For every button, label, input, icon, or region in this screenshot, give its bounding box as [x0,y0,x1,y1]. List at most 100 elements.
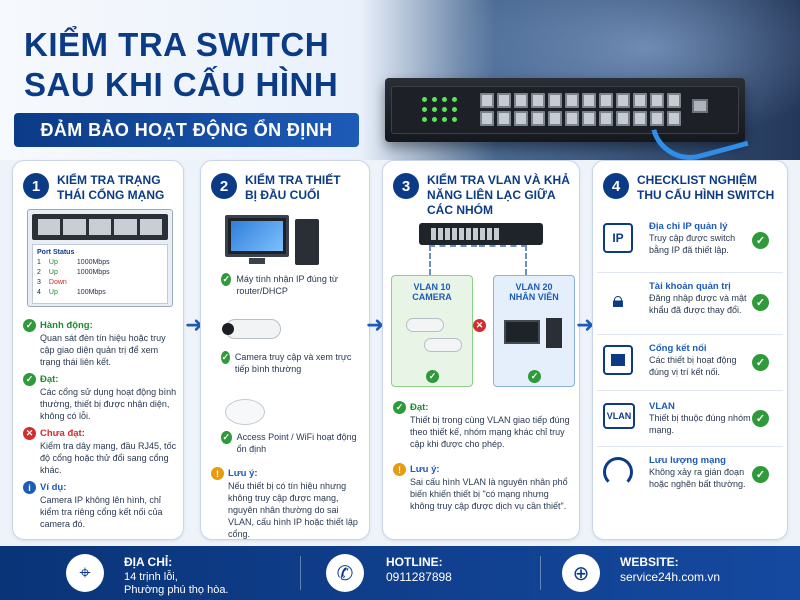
camera-icon [222,319,281,339]
cross-icon: ✕ [23,427,36,440]
port-id: 1 [37,259,41,266]
switch-port [633,111,647,126]
switch-port [497,93,511,108]
checklist: IP Địa chỉ IP quản lý Truy cập được swit… [597,211,783,503]
checklist-title: Cổng kết nối [649,343,707,354]
switch-port [514,111,528,126]
switch-port [548,93,562,108]
subtitle-banner: ĐẢM BẢO HOẠT ĐỘNG ỔN ĐỊNH [14,113,359,147]
blocked-icon: ✕ [473,315,486,333]
warning-icon: ! [211,467,224,480]
device-item-text: Máy tính nhận IP đúng từ router/DHCP [236,274,338,296]
checklist-item: Cổng kết nối Các thiết bị hoạt động đúng… [597,335,783,391]
vlan20-name: VLAN 20 [515,282,553,292]
info-icon: i [23,481,36,494]
vlan10-box: VLAN 10 CAMERA ✓ [391,275,473,387]
title-line-1: KIỂM TRA SWITCH [24,26,330,63]
card-port-status: 1 KIỂM TRA TRẠNG THÁI CỔNG MẠNG Port Sta… [12,160,184,540]
status-led [432,117,437,122]
step-number: 1 [23,173,49,199]
check-icon: ✓ [752,410,769,427]
status-led [442,107,447,112]
laptop-icon [504,320,540,344]
checklist-text: Các thiết bị hoạt động đúng vị trí kết n… [649,355,737,377]
lock-icon: 🔒︎ [612,287,624,312]
port-speed: 1000Mbps [76,259,110,266]
camera-icon [424,338,462,352]
checklist-text: Thiết bị thuộc đúng nhóm mạng. [649,413,751,435]
checklist-item: Lưu lượng mạng Không xảy ra gián đoạn ho… [597,447,783,503]
port-id: 2 [37,269,41,276]
switch-icon [419,223,543,245]
check-icon: ✓ [23,373,36,386]
footer-divider [540,556,541,590]
pc-tower-icon [546,318,562,348]
check-icon: ✓ [23,319,36,332]
checklist-item: 🔒︎ Tài khoản quản trị Đăng nhập được và … [597,273,783,335]
port-state: Up [48,259,58,266]
arrow-right-icon: ➜ [185,312,204,337]
address-label: ĐỊA CHỈ: [124,555,173,569]
switch-port [633,93,647,108]
port-id: 4 [37,289,41,296]
vlan-icon: VLAN [603,403,635,429]
pass-text: Các cổng sử dụng hoạt động bình thường, … [40,387,177,421]
link-line [479,245,527,275]
gauge-icon [603,457,633,487]
switch-port [616,111,630,126]
footer: ⌖ ĐỊA CHỈ: 14 trịnh lỗi, Phường phú thọ … [0,546,800,600]
checklist-title: Lưu lượng mạng [649,455,726,466]
check-icon: ✓ [221,431,232,444]
card-title: KIỂM TRA VLAN VÀ KHẢ NĂNG LIÊN LẠC GIỮA … [427,173,570,217]
title-line-2: SAU KHI CẤU HÌNH [24,66,339,103]
website-label: WEBSITE: [620,555,679,569]
ethernet-port-icon [603,345,633,375]
step-number: 3 [393,173,419,199]
network-switch-image [385,78,745,142]
card-title: CHECKLIST NGHIỆM THU CẤU HÌNH SWITCH [637,173,775,202]
checklist-item: VLAN VLAN Thiết bị thuộc đúng nhóm mạng.… [597,391,783,447]
status-led [422,107,427,112]
device-item-text: Access Point / WiFi hoạt động ổn định [236,432,357,454]
example-text: Camera IP không lên hình, chỉ kiểm tra r… [40,495,163,529]
status-led [452,107,457,112]
monitor-stand [249,258,265,264]
access-point-icon [225,399,265,425]
switch-port [548,111,562,126]
pass-block: ✓Đạt: Các cổng sử dụng hoạt động bình th… [23,373,177,422]
switch-port [565,111,579,126]
hotline-link[interactable]: 0911287898 [386,570,452,584]
arrow-right-icon: ➜ [576,312,595,337]
switch-port [667,93,681,108]
status-led [432,97,437,102]
card-title: KIỂM TRA TRẠNG THÁI CỔNG MẠNG [57,173,165,202]
website-link[interactable]: service24h.com.vn [620,570,721,584]
switch-port [497,111,511,126]
pass-label: Đạt: [410,402,429,413]
ip-icon: IP [603,223,633,253]
device-item-ap: ✓ Access Point / WiFi hoạt động ổn định [221,431,361,455]
check-icon: ✓ [393,401,406,414]
pass-block: ✓Đạt: Thiết bị trong cùng VLAN giao tiếp… [393,401,573,450]
switch-port [565,93,579,108]
switch-port [582,111,596,126]
card-vlan: 3 KIỂM TRA VLAN VÀ KHẢ NĂNG LIÊN LẠC GIỮ… [382,160,580,540]
hero-banner: KIỂM TRA SWITCH SAU KHI CẤU HÌNH ĐẢM BẢO… [0,0,800,169]
note-text: Sai cấu hình VLAN là nguyên nhân phổ biế… [410,477,568,511]
switch-port [480,93,494,108]
address-line-2: Phường phú thọ hòa. [124,584,229,596]
fail-label: Chưa đạt: [40,428,85,439]
camera-icon [406,318,444,332]
switch-port [582,93,596,108]
check-icon: ✓ [221,273,232,286]
card-title: KIỂM TRA THIẾT BỊ ĐẦU CUỐI [245,173,341,202]
note-text: Nếu thiết bị có tín hiệu nhưng không tru… [228,481,358,539]
checklist-item: IP Địa chỉ IP quản lý Truy cập được swit… [597,211,783,273]
switch-port [616,93,630,108]
step-number: 4 [603,173,629,199]
link-line [429,245,477,275]
note-label: Lưu ý: [228,468,258,479]
device-item-camera: ✓ Camera truy cập và xem trực tiếp bình … [221,351,361,375]
